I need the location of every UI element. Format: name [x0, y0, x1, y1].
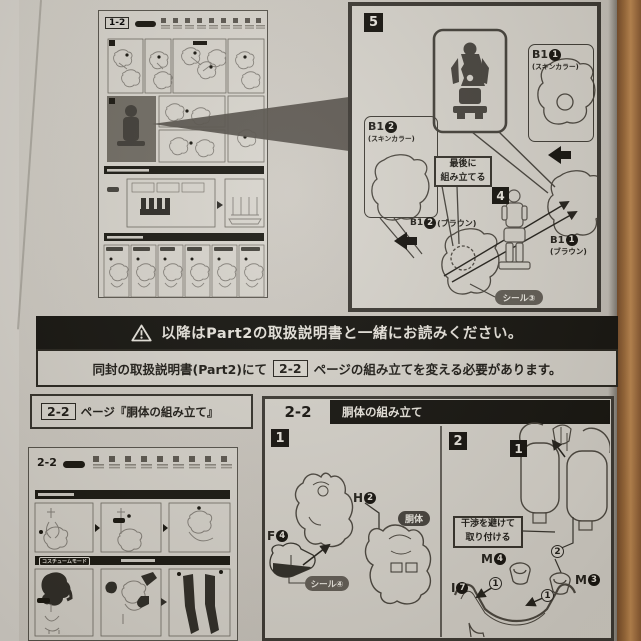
paper-left-edge: [0, 0, 19, 641]
manual-page-thumbnail-2-2: 2-2 コスチュームモード: [28, 447, 238, 641]
manual-page-thumbnail-1-2: 1-2: [98, 10, 268, 298]
warning-banner: 以降はPart2の取扱説明書と一緒にお読みください。: [36, 316, 618, 349]
notice-substrip: 同封の取扱説明書(Part2)にて 2-2 ページの組み立てを変える必要がありま…: [36, 349, 618, 387]
notice-text-after: ページの組み立てを変える必要があります。: [313, 361, 562, 377]
step-2-number: 2: [449, 432, 467, 450]
step-1-number: 1: [271, 429, 289, 447]
magnifier-wedge: [152, 97, 349, 151]
thumbnail-2-2-costume-bar-label: コスチュームモード: [39, 557, 90, 566]
notice-page-ref: 2-2: [273, 359, 308, 377]
section-heading-page-ref: 2-2: [41, 403, 76, 420]
assembly-panel-header: 2-2 胴体の組み立て: [266, 400, 610, 424]
step-4-number: 4: [492, 187, 509, 204]
stockings-silhouette: [183, 574, 219, 634]
circled-1-badge-b: 1: [541, 589, 554, 602]
sub-step-1-number: 1: [510, 440, 527, 457]
step4-figure-line-art: [498, 189, 531, 270]
section-heading-title: ページ『胴体の組み立て』: [80, 404, 219, 419]
warning-banner-text: 以降はPart2の取扱説明書と一緒にお読みください。: [161, 326, 523, 342]
thumbnail-1-2-page-label: 1-2: [105, 17, 130, 29]
circled-2-badge: 2: [551, 545, 564, 558]
table-wood-background: [615, 0, 641, 641]
step2-art: [453, 422, 610, 637]
body-pill: 胴体: [398, 511, 430, 526]
thumbnail-1-2-art: [103, 18, 265, 298]
seal-4-pill: シール④: [305, 576, 349, 591]
assemble-last-callout: 最後に 組み立てる: [434, 156, 492, 187]
black-arrow-icon: [394, 146, 571, 250]
step-5-number: 5: [364, 13, 383, 32]
step1-art: [269, 472, 432, 605]
seal-3-pill: シール③: [495, 290, 543, 305]
notice-text-before: 同封の取扱説明書(Part2)にて: [92, 361, 268, 377]
circled-1-badge-a: 1: [489, 577, 502, 590]
thumbnail-2-2-art: [34, 456, 232, 637]
figure-with-hair-silhouette: [37, 572, 73, 634]
assembly-panel-art: [269, 422, 610, 637]
interference-callout: 干渉を避けて 取り付ける: [453, 516, 523, 548]
magnified-panel-art: [371, 28, 597, 298]
thumbnail-2-2-page-label: 2-2: [37, 456, 57, 469]
assembly-panel-page-ref: 2-2: [284, 403, 312, 421]
assembly-panel-title: 胴体の組み立て: [330, 400, 610, 424]
section-heading-box: 2-2 ページ『胴体の組み立て』: [30, 394, 253, 429]
assembly-panel-2-2: 2-2 胴体の組み立て: [262, 396, 614, 641]
assembled-figure-silhouette: [451, 42, 489, 119]
warning-triangle-icon: [131, 324, 152, 341]
